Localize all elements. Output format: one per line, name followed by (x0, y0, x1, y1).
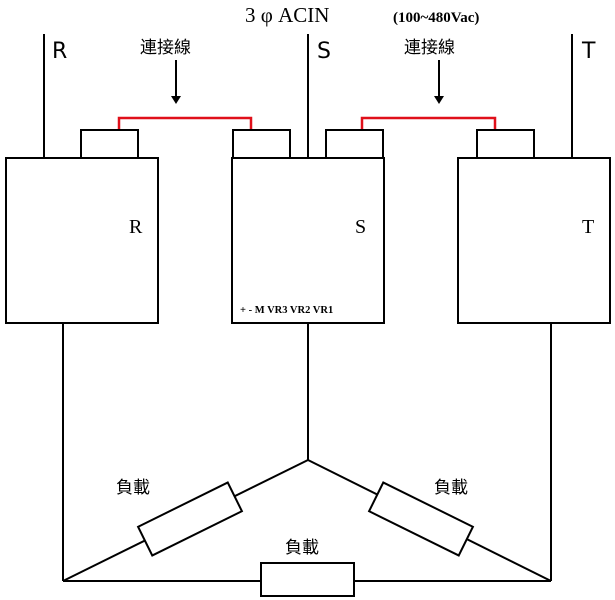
phase-label-s: S (317, 39, 331, 64)
connector-tab-s-left (232, 129, 291, 159)
connection-wire-label-left: 連接線 (140, 38, 191, 58)
load-resistor-bottom (260, 562, 355, 597)
load-label-right: 負載 (434, 478, 468, 498)
voltage-range: (100~480Vac) (393, 10, 479, 26)
phase-label-t: T (581, 39, 596, 64)
phase-label-r: R (52, 39, 67, 64)
connection-wire-label-right: 連接線 (404, 38, 455, 58)
module-label-t: T (582, 216, 594, 238)
load-resistor-right (367, 481, 475, 557)
load-label-left: 負載 (116, 478, 150, 498)
arrow-head-right (434, 96, 444, 104)
connector-tab-t (476, 129, 535, 159)
connector-tab-r (80, 129, 139, 159)
module-t (457, 157, 611, 324)
load-resistor-left (136, 481, 244, 557)
connection-wire-s-t (360, 116, 497, 130)
module-s (231, 157, 385, 324)
module-label-r: R (129, 216, 143, 238)
connection-wire-r-s (117, 116, 253, 130)
arrow-head-left (171, 96, 181, 104)
diagram-title: 3 φ ACIN (245, 3, 329, 27)
connector-tab-s-right (325, 129, 384, 159)
module-label-s: S (355, 216, 366, 238)
load-label-bottom: 負載 (285, 538, 319, 558)
module-s-terminals: + - M VR3 VR2 VR1 (240, 305, 333, 316)
module-r (5, 157, 159, 324)
